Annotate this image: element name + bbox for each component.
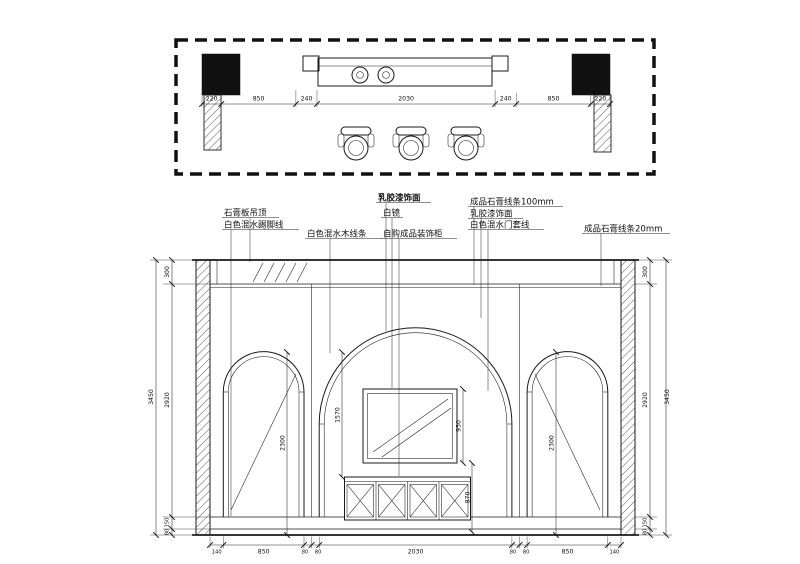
pilasters [311,284,520,517]
dim-value: 2300 [280,435,287,451]
dims-left: 300 2920 150 80 3450 [148,256,210,539]
dim-value: 80 [510,550,517,556]
plan-column-left [201,53,241,96]
callout-door-frame: 白色混水门套线 [470,220,530,231]
chair [337,126,375,161]
dim-value: 2920 [164,392,171,408]
dim-value: 930 [456,420,463,432]
dim-value: 80 [315,550,322,556]
dim-value: 2300 [549,435,556,451]
dim-value-total: 3450 [148,389,155,405]
dim-value: 1570 [335,407,342,423]
dim-value: 150 [165,518,171,528]
plan-console-table [302,55,509,87]
callout-leaders [230,202,602,516]
callout-wood-trim: 白色混水木线条 [307,229,367,240]
callout-underlines [222,202,670,239]
arch-right [526,351,609,517]
arch-panel-diagonal [534,373,601,511]
plan-dimension-line: 220 850 240 2030 240 850 220 [198,90,614,108]
elevation-structure [192,259,639,536]
console-decor-circle [351,66,369,84]
callouts: 石膏板吊顶 白色混水踢脚线 白色混水木线条 乳胶漆饰面 白镜 自购成品装饰柜 成… [222,193,670,516]
plan-wall-sections [203,94,612,153]
plan-dim-value: 220 [594,96,606,103]
dim-value-total: 3450 [664,389,671,405]
dim-value: 80 [302,550,309,556]
plan-boundary-dashed [174,38,656,176]
plan-dim-value: 2030 [398,96,414,103]
wall-section-left [195,259,211,536]
callout-mirror: 白镜 [383,208,401,219]
plan-column-right [571,53,611,96]
callout-ceiling: 石膏板吊顶 [224,208,267,219]
dim-value: 80 [643,529,649,536]
mirror-glass-diagonal [372,398,449,453]
callout-cabinet: 自购成品装饰柜 [383,229,443,240]
dims-inner: 2300 1570 930 870 2300 [280,348,560,539]
mirror-glass-diagonal [381,407,452,458]
ceiling-section-hatch [252,262,308,283]
console-decor-circle [377,66,395,84]
dim-value: 2030 [408,549,424,556]
callout-latex-paint-center: 乳胶漆饰面 [378,193,421,204]
plan-dim-value: 240 [500,96,512,103]
dim-value: 80 [523,550,530,556]
chair [392,126,430,161]
plan-dim-value: 850 [253,96,265,103]
plan-wall-section-right [593,94,612,153]
mirror [362,388,458,464]
decor-cabinet [344,476,471,521]
dim-value: 870 [465,492,472,504]
callout-gypsum-100: 成品石膏线条100mm [470,197,554,208]
dim-value: 2920 [642,392,649,408]
callout-skirting: 白色混水踢脚线 [224,220,284,231]
dim-value: 300 [164,266,171,278]
arch-left [222,351,305,517]
chair [447,126,485,161]
cabinet-door [378,484,406,518]
dims-right: 300 2920 150 80 3450 [635,256,672,539]
cabinet-door [409,484,437,518]
arch-center [318,327,513,517]
console-body [317,57,493,87]
dim-value: 850 [258,549,270,556]
dim-value: 150 [643,518,649,528]
console-end-left [302,55,320,72]
cabinet-door [346,484,374,518]
plan-chairs [337,126,485,161]
console-end-right [491,55,509,72]
plan-dim-value: 220 [206,96,218,103]
plan-columns [201,53,611,96]
elevation-view: 石膏板吊顶 白色混水踢脚线 白色混水木线条 乳胶漆饰面 白镜 自购成品装饰柜 成… [148,193,672,556]
dim-value: 80 [165,529,171,536]
dim-value: 300 [642,266,649,278]
plan-dim-value: 240 [301,96,313,103]
callout-latex-paint-right: 乳胶漆饰面 [470,209,513,220]
dim-value: 140 [609,550,619,556]
dims-bottom: 140 850 80 80 2030 80 80 850 140 [206,536,625,556]
wall-section-right [620,259,636,536]
plan-wall-section-left [203,94,222,151]
callout-gypsum-20: 成品石膏线条20mm [584,224,662,235]
dim-value: 850 [562,549,574,556]
dim-value: 140 [212,550,222,556]
cabinet-door [441,484,469,518]
plan-view: 220 850 240 2030 240 850 220 [174,38,656,176]
plan-dim-value: 850 [548,96,560,103]
